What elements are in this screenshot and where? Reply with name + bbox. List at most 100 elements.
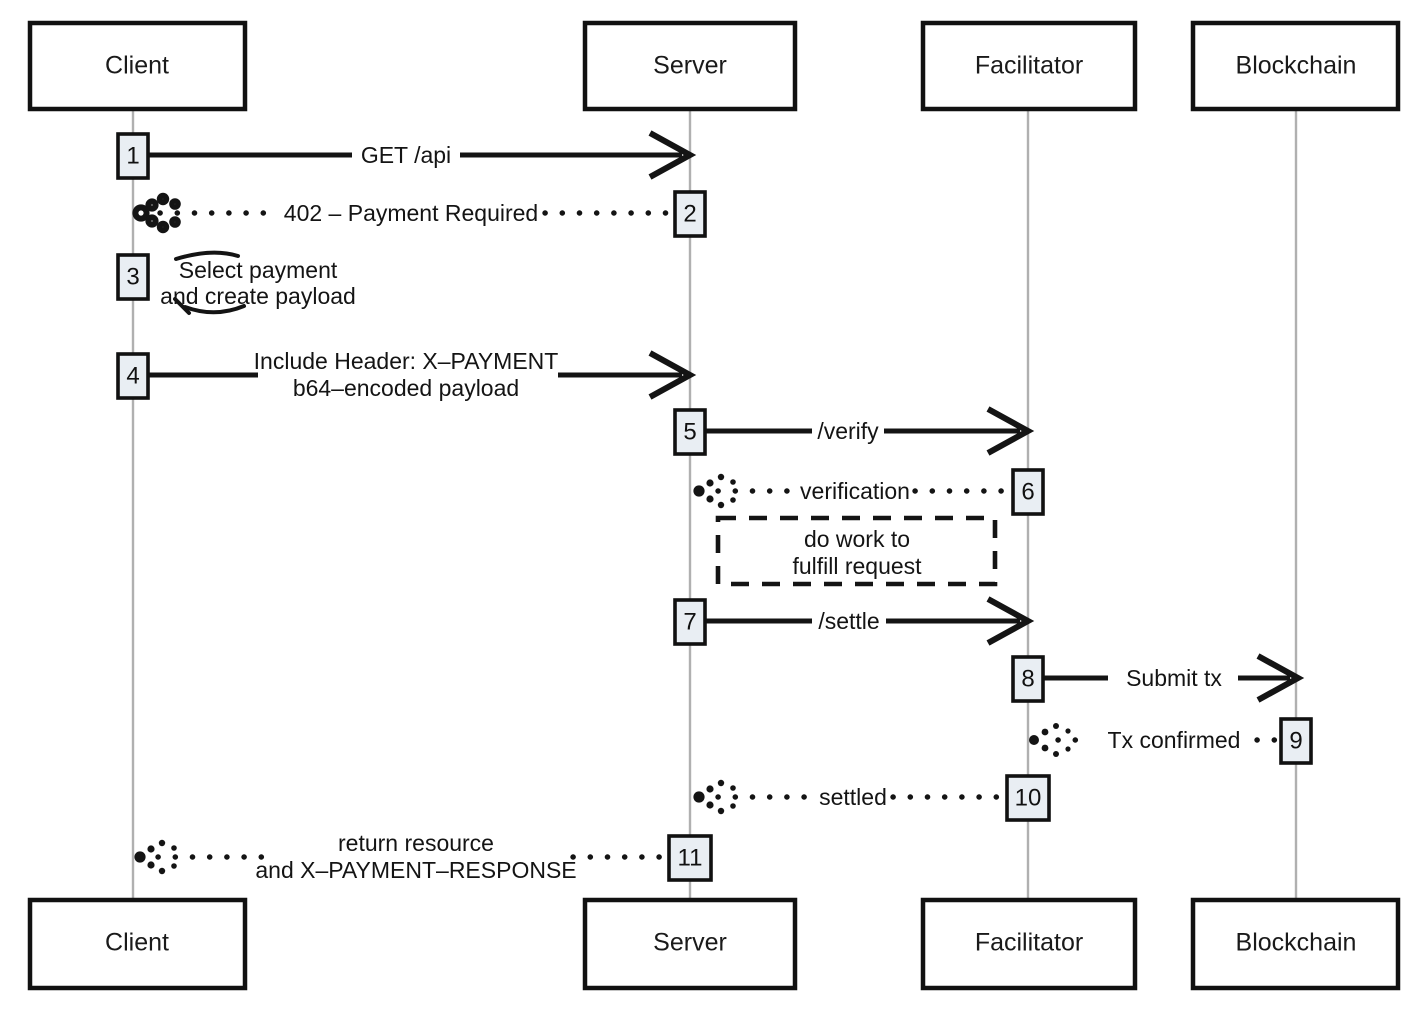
message-6-verification[interactable]: verification 6: [693, 468, 1045, 516]
step-badge-2[interactable]: 2: [673, 190, 707, 238]
message-5-label: /verify: [817, 418, 879, 444]
step-badge-3[interactable]: 3: [116, 253, 150, 301]
actor-rect-server-top: [582, 20, 798, 112]
step-badge-9[interactable]: 9: [1279, 717, 1313, 765]
actor-rect-facilitator-top: [920, 20, 1138, 112]
step-badge-2-rect: [673, 190, 707, 238]
step-badge-8[interactable]: 8: [1011, 655, 1045, 703]
step-badge-6-number: 6: [1021, 478, 1034, 505]
actor-box-client-top[interactable]: Client: [27, 20, 248, 112]
actor-label-client-bottom: Client: [105, 929, 169, 957]
message-3-loop-arc-top: [174, 250, 240, 261]
actor-box-facilitator-top[interactable]: Facilitator: [920, 20, 1138, 112]
message-1-get-api[interactable]: GET /api 1: [116, 130, 697, 180]
message-8-label: Submit tx: [1126, 665, 1222, 691]
step-badge-8-number: 8: [1021, 665, 1034, 692]
step-badge-1-number: 1: [126, 142, 139, 169]
message-3-loop-arc-bottom: [183, 304, 246, 315]
actor-label-blockchain-top: Blockchain: [1236, 52, 1357, 80]
do-work-note-box: [715, 515, 998, 587]
step-badge-11-number: 11: [678, 844, 703, 871]
message-3-select-payment-self-loop[interactable]: Select payment and create payload 3: [116, 250, 356, 315]
actor-rect-client-bottom: [27, 897, 248, 991]
step-badge-7[interactable]: 7: [673, 598, 707, 646]
step-badge-6-rect: [1011, 468, 1045, 516]
arrowhead-right-8: [1256, 653, 1305, 703]
message-6-label: verification: [800, 478, 910, 504]
step-badge-11[interactable]: 11: [667, 834, 713, 882]
step-badge-4-rect: [116, 352, 150, 400]
message-4-label-line1: Include Header: X–PAYMENT: [254, 348, 559, 374]
message-4-include-header-x-payment[interactable]: Include Header: X–PAYMENT b64–encoded pa…: [116, 348, 697, 401]
step-badge-1[interactable]: 1: [116, 132, 150, 180]
step-badge-3-rect: [116, 253, 150, 301]
message-10-label: settled: [819, 784, 887, 810]
message-2-label: 402 – Payment Required: [284, 200, 538, 226]
step-badge-10-number: 10: [1015, 784, 1042, 811]
actor-box-server-top[interactable]: Server: [582, 20, 798, 112]
arrowhead-right-4: [648, 350, 697, 400]
do-work-note-line2: fulfill request: [792, 553, 922, 579]
actor-rect-server-bottom: [582, 897, 798, 991]
arrowhead-right-1: [648, 130, 697, 180]
message-1-label: GET /api: [361, 142, 451, 168]
actor-rect-client-top: [27, 20, 248, 112]
actor-box-server-bottom[interactable]: Server: [582, 897, 798, 991]
arrowhead-right-7: [986, 596, 1035, 646]
message-4-label-line2: b64–encoded payload: [293, 375, 519, 401]
message-7-settle[interactable]: /settle 7: [673, 596, 1035, 646]
arrowhead-left-2: [132, 192, 181, 234]
step-badge-10-rect: [1005, 774, 1051, 822]
arrowhead-left-6: [693, 473, 736, 509]
actor-box-blockchain-bottom[interactable]: Blockchain: [1190, 897, 1401, 991]
actor-rect-blockchain-bottom: [1190, 897, 1401, 991]
message-7-label: /settle: [818, 608, 879, 634]
arrowhead-left-10: [693, 779, 736, 815]
message-5-verify[interactable]: /verify 5: [673, 406, 1035, 456]
actor-boxes-top: Client Server Facilitator Blockchain: [27, 20, 1401, 112]
arrowhead-right-5: [986, 406, 1035, 456]
do-work-note: do work to fulfill request: [715, 515, 998, 587]
message-11-return-resource[interactable]: return resource and X–PAYMENT–RESPONSE 1…: [134, 830, 713, 883]
message-3-label-line1: Select payment: [179, 257, 338, 283]
message-11-label-line2: and X–PAYMENT–RESPONSE: [255, 857, 576, 883]
lifelines-layer: [131, 110, 1298, 902]
step-badge-5[interactable]: 5: [673, 408, 707, 456]
message-2-402-payment-required[interactable]: 402 – Payment Required 2: [132, 190, 707, 238]
step-badge-6[interactable]: 6: [1011, 468, 1045, 516]
step-badge-2-number: 2: [683, 200, 696, 227]
step-badge-9-number: 9: [1289, 727, 1302, 754]
actor-rect-blockchain-top: [1190, 20, 1401, 112]
step-badge-5-number: 5: [683, 418, 696, 445]
actor-box-client-bottom[interactable]: Client: [27, 897, 248, 991]
message-8-submit-tx[interactable]: Submit tx 8: [1011, 653, 1305, 703]
step-badge-7-rect: [673, 598, 707, 646]
actor-boxes-bottom: Client Server Facilitator Blockchain: [27, 897, 1401, 991]
step-badge-1-rect: [116, 132, 150, 180]
step-badge-4[interactable]: 4: [116, 352, 150, 400]
actor-box-facilitator-bottom[interactable]: Facilitator: [920, 897, 1138, 991]
step-badge-9-rect: [1279, 717, 1313, 765]
arrowhead-left-9: [1029, 723, 1071, 757]
step-badge-4-number: 4: [126, 362, 139, 389]
do-work-note-line1: do work to: [804, 526, 910, 552]
message-3-loop-arrow-tail: [173, 297, 191, 315]
message-11-label-line1: return resource: [338, 830, 494, 856]
actor-label-blockchain-bottom: Blockchain: [1236, 929, 1357, 957]
step-badge-8-rect: [1011, 655, 1045, 703]
step-badge-10[interactable]: 10: [1005, 774, 1051, 822]
actor-label-facilitator-bottom: Facilitator: [975, 929, 1083, 957]
actor-label-server-bottom: Server: [653, 929, 727, 957]
actor-rect-facilitator-bottom: [920, 897, 1138, 991]
actor-label-facilitator-top: Facilitator: [975, 52, 1083, 80]
message-3-label-line2: and create payload: [160, 283, 356, 309]
message-9-tx-confirmed[interactable]: Tx confirmed 9: [1029, 717, 1313, 765]
message-9-label: Tx confirmed: [1108, 727, 1241, 753]
arrowhead-left-11: [134, 839, 177, 875]
message-10-settled[interactable]: settled 10: [693, 774, 1051, 822]
actor-box-blockchain-top[interactable]: Blockchain: [1190, 20, 1401, 112]
step-badge-11-rect: [667, 834, 713, 882]
actor-label-client-top: Client: [105, 52, 169, 80]
